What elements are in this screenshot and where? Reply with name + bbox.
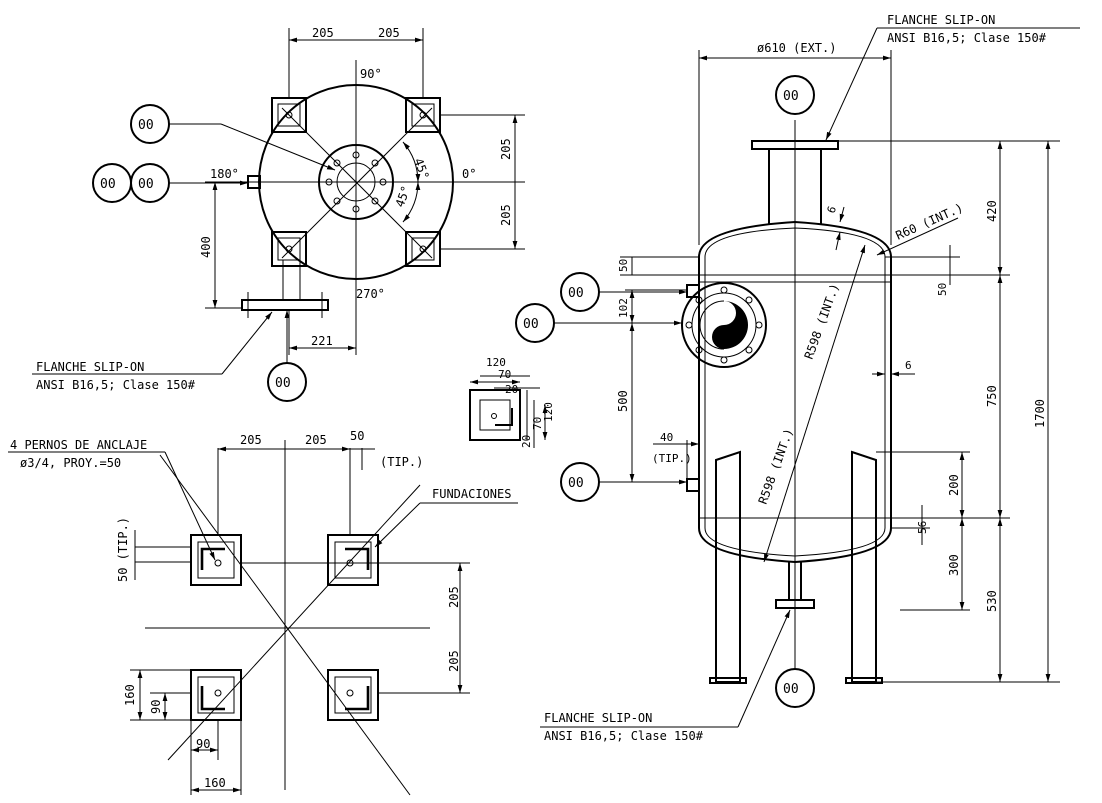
svg-text:00: 00	[138, 118, 154, 133]
foundation-tip-top: (TIP.)	[380, 455, 423, 469]
anchor-dim-70-side: 70	[531, 417, 544, 430]
plan-flange-note-1: FLANCHE SLIP-ON	[36, 360, 144, 374]
top-nozzle-flange	[751, 140, 839, 150]
foundation-dim-205-right-upper: 205	[447, 586, 461, 608]
svg-text:00: 00	[523, 317, 539, 332]
svg-text:00: 00	[783, 682, 799, 697]
elev-flange-top-note-1: FLANCHE SLIP-ON	[887, 13, 995, 27]
sight-glass-symbol	[712, 301, 748, 349]
foundation-dim-50-top: 50	[350, 429, 364, 443]
foundation-diag-1	[159, 454, 411, 796]
svg-text:00: 00	[275, 376, 291, 391]
foundation-pad-bottom-right	[327, 669, 379, 721]
dim-50-left: 50	[617, 259, 630, 272]
top-flange-inner	[336, 162, 376, 202]
elevation-view: ø610 (EXT.) FLANCHE SLIP-ON ANSI B16,5; …	[515, 13, 1080, 743]
foundation-pad-bottom-left	[190, 669, 242, 721]
angle-270-label: 270°	[356, 287, 385, 301]
radius-60: R60 (INT.)	[894, 201, 966, 243]
anchor-dim-20-top: 20	[505, 383, 518, 396]
plan-view: 205 205 90° 180° 0° 270° 45° 45° 205 205…	[32, 26, 525, 402]
elev-nozzle-bubble-top	[775, 75, 815, 115]
label-fundaciones: FUNDACIONES	[432, 487, 511, 501]
svg-text:00: 00	[783, 89, 799, 104]
dim-6-side: 6	[905, 359, 912, 372]
plan-flange-note-2: ANSI B16,5; Clase 150#	[36, 378, 196, 392]
anchor-dim-120-side: 120	[542, 402, 555, 422]
dim-6-top: 6	[825, 204, 839, 215]
elev-flange-top-note-2: ANSI B16,5; Clase 150#	[887, 31, 1047, 45]
dim-50-right: 50	[936, 283, 949, 296]
flange-bolt-holes	[325, 151, 387, 213]
anchor-dim-120-top: 120	[486, 356, 506, 369]
dim-40: 40	[660, 431, 673, 444]
radius-598-lower: R598 (INT.)	[756, 427, 796, 506]
foundation-dim-90-side: 90	[149, 700, 163, 714]
dim-56: 56	[916, 521, 929, 534]
leg-bracket-bottom-left	[271, 231, 307, 267]
dim-205-upper-right: 205	[499, 138, 513, 160]
note-anchor-bolts-1: 4 PERNOS DE ANCLAJE	[10, 438, 147, 452]
note-anchor-bolts-2: ø3/4, PROY.=50	[20, 456, 121, 470]
svg-text:00: 00	[568, 286, 584, 301]
foundation-dim-50-tip: 50 (TIP.)	[116, 517, 130, 582]
tip-left: (TIP.)	[652, 452, 692, 465]
angle-90-label: 90°	[360, 67, 382, 81]
foundation-dim-160-bottom: 160	[204, 776, 226, 790]
dim-300: 300	[947, 554, 961, 576]
dim-500: 500	[616, 390, 630, 412]
dim-205-right: 205	[378, 26, 400, 40]
angle-45-lower: 45°	[393, 184, 414, 209]
foundation-dim-160-side: 160	[123, 684, 137, 706]
angle-45-upper: 45°	[411, 156, 432, 181]
angle-0-label: 0°	[462, 167, 476, 181]
foundation-pad-top-right	[327, 534, 379, 586]
dim-221: 221	[311, 334, 333, 348]
side-nozzle-upper	[686, 284, 700, 298]
elev-flange-bottom-note-1: FLANCHE SLIP-ON	[544, 711, 652, 725]
dim-205-lower-right: 205	[499, 204, 513, 226]
foundation-plan: 205 205 50 (TIP.) 4 PERNOS DE ANCLAJE ø3…	[8, 429, 518, 796]
svg-text:00: 00	[100, 177, 116, 192]
anchor-detail: 120 70 20 120 70 20	[469, 356, 555, 448]
dim-1700: 1700	[1033, 399, 1047, 428]
dim-200: 200	[947, 474, 961, 496]
leg-right	[851, 450, 877, 683]
side-nozzle-lower	[686, 478, 700, 492]
foundation-dim-205-a: 205	[240, 433, 262, 447]
top-flange-outer	[318, 144, 394, 220]
svg-text:00: 00	[138, 177, 154, 192]
foundation-pad-top-left	[190, 534, 242, 586]
radius-598-upper: R598 (INT.)	[802, 282, 842, 361]
anchor-dim-70-top: 70	[498, 368, 511, 381]
foundation-diag-2	[167, 484, 421, 761]
dim-diameter-ext: ø610 (EXT.)	[757, 41, 836, 55]
dim-750: 750	[985, 385, 999, 407]
dim-530: 530	[985, 590, 999, 612]
angle-180-label: 180°	[210, 167, 239, 181]
bottom-nozzle-flange	[241, 299, 329, 311]
foundation-dim-90-bottom: 90	[196, 737, 210, 751]
bottom-nozzle-flange-elev	[775, 599, 815, 609]
dim-420: 420	[985, 200, 999, 222]
foundation-dim-205-b: 205	[305, 433, 327, 447]
dim-205-left: 205	[312, 26, 334, 40]
dim-102: 102	[617, 298, 630, 318]
anchor-dim-20-side: 20	[520, 435, 533, 448]
elev-flange-bottom-note-2: ANSI B16,5; Clase 150#	[544, 729, 704, 743]
leg-left	[715, 450, 741, 683]
dim-400: 400	[199, 236, 213, 258]
foundation-dim-205-right-lower: 205	[447, 650, 461, 672]
svg-text:00: 00	[568, 476, 584, 491]
